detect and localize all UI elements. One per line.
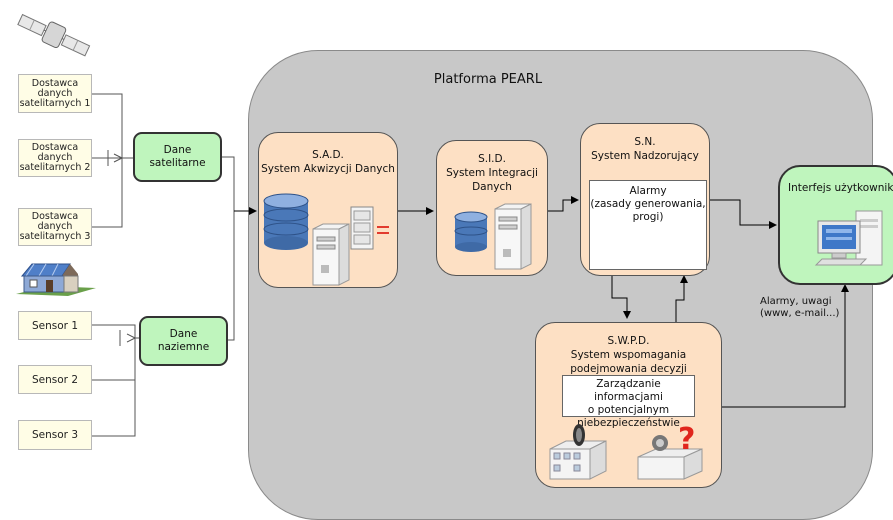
provider-label-2: Dostawca danych satelitarnych 2: [19, 142, 91, 173]
database-icon: [263, 193, 309, 250]
connector-lines: [92, 93, 849, 437]
alerts-label: Alarmy, uwagi (www, e-mail...): [760, 296, 840, 319]
sensor-label-3: Sensor 3: [31, 429, 78, 441]
swpd-info-box: Zarządzanie informacjami o potencjalnym …: [562, 375, 695, 429]
swpd-system-box: S.W.P.D. System wspomagania podejmowania…: [535, 322, 722, 488]
sid-system-box: S.I.D. System Integracji Danych: [436, 140, 548, 276]
sad-title: S.A.D. System Akwizycji Danych: [261, 149, 395, 175]
satellite-data-box: Dane satelitarne: [133, 132, 222, 182]
user-interface-box: Interfejs użytkownika: [778, 165, 893, 285]
sensor-box-3: Sensor 3: [18, 420, 92, 450]
computer-workstation-icon: [814, 210, 883, 266]
sensor-label-2: Sensor 2: [31, 373, 78, 386]
platform-title: Platforma PEARL: [433, 72, 543, 87]
server-icon: [494, 203, 532, 270]
swpd-title: S.W.P.D. System wspomagania podejmowania…: [570, 335, 687, 375]
house-solar-icon: [16, 263, 96, 296]
sn-title: S.N. System Nadzorujący: [591, 136, 699, 162]
provider-label-1: Dostawca danych satelitarnych 1: [19, 77, 91, 109]
sn-alarms-box: Alarmy (zasady generowania, progi): [589, 180, 707, 270]
sid-title: S.I.D. System Integracji Danych: [446, 153, 538, 193]
info-desk-question-icon: ?: [637, 422, 703, 480]
satellite-data-label: Dane satelitarne: [149, 144, 206, 169]
provider-box-1: Dostawca danych satelitarnych 1: [18, 74, 92, 113]
user-interface-title: Interfejs użytkownika: [788, 182, 893, 194]
sad-system-box: S.A.D. System Akwizycji Danych: [258, 132, 398, 288]
provider-box-3: Dostawca danych satelitarnych 3: [18, 208, 92, 246]
database-icon: [454, 211, 488, 252]
building-icon: [549, 424, 607, 480]
ground-data-label: Dane naziemne: [157, 328, 210, 353]
sensor-box-2: Sensor 2: [18, 365, 92, 394]
ground-data-box: Dane naziemne: [139, 316, 228, 366]
provider-label-3: Dostawca danych satelitarnych 3: [19, 211, 91, 242]
sensor-box-1: Sensor 1: [18, 311, 92, 340]
provider-box-2: Dostawca danych satelitarnych 2: [18, 139, 92, 177]
satellite-icon: [17, 13, 91, 57]
sn-system-box: S.N. System Nadzorujący Alarmy (zasady g…: [580, 123, 710, 276]
sensor-label-1: Sensor 1: [31, 319, 78, 332]
server-icon: [312, 223, 350, 286]
filing-cabinet-icon: [350, 206, 389, 250]
svg-text:?: ?: [678, 422, 695, 457]
